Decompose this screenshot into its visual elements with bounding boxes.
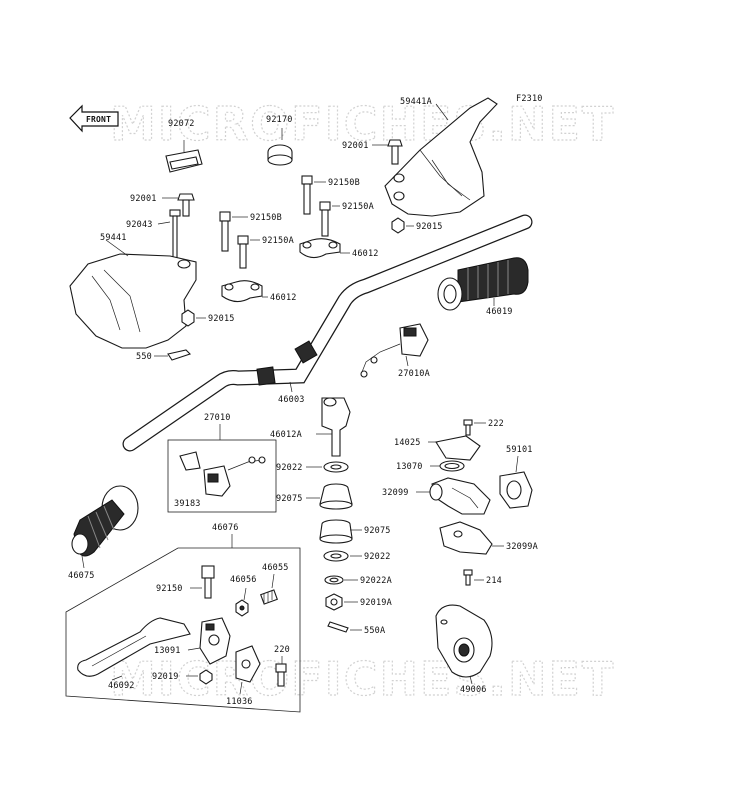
screw-220	[275, 663, 287, 687]
clutch-lever-46092	[77, 617, 191, 677]
label-13091: 13091	[154, 646, 181, 656]
housing-32099A	[439, 521, 493, 555]
watermark-top: MICROFICHES.NET	[110, 97, 615, 151]
label-32099: 32099	[382, 488, 409, 498]
label-59441: 59441	[100, 233, 127, 243]
bolt-92150B-left	[219, 211, 231, 252]
label-92001-left: 92001	[130, 194, 157, 204]
label-92075-a: 92075	[276, 494, 303, 504]
left-handguard	[69, 253, 197, 349]
label-92015-left: 92015	[208, 314, 235, 324]
label-222: 222	[488, 419, 504, 429]
bolt-92150B-right	[301, 175, 313, 215]
bolt-92150A-left	[237, 235, 249, 269]
label-27010: 27010	[204, 413, 231, 423]
lever-assembly-box	[65, 547, 301, 713]
bolt-92043	[169, 209, 181, 261]
switch-27010A	[360, 323, 429, 378]
label-92150B-b: 92150B	[250, 213, 282, 223]
label-92022A: 92022A	[360, 576, 392, 586]
collar-92170	[267, 144, 293, 166]
screw-214	[463, 569, 473, 586]
label-32099A: 32099A	[506, 542, 538, 552]
label-11036: 11036	[226, 697, 253, 707]
cushion-92075-a	[319, 483, 353, 510]
switch-27010	[179, 451, 266, 497]
label-92019: 92019	[152, 672, 179, 682]
label-92072: 92072	[168, 119, 195, 129]
holder-13091	[199, 617, 231, 665]
label-92043: 92043	[126, 220, 153, 230]
cotter-pin-550A	[327, 621, 349, 633]
grip-46075	[71, 485, 139, 557]
bracket-14025	[435, 435, 481, 461]
bolt-92150	[201, 565, 215, 599]
grip-46019	[437, 257, 529, 311]
handlebar-46003	[122, 214, 533, 452]
label-46055: 46055	[262, 563, 289, 573]
label-550A: 550A	[364, 626, 385, 636]
right-handguard	[384, 97, 498, 217]
switch-assembly-box	[167, 439, 277, 513]
label-46019: 46019	[486, 307, 513, 317]
label-550: 550	[136, 352, 152, 362]
bolt-92001-left	[177, 193, 195, 217]
label-46076: 46076	[212, 523, 239, 533]
label-46056: 46056	[230, 575, 257, 585]
figure-code: F2310	[516, 94, 543, 104]
label-46092: 46092	[108, 681, 135, 691]
clamp-92072	[165, 149, 203, 173]
cushion-92075-b	[319, 519, 353, 544]
housing-32099	[429, 477, 491, 515]
label-92022-a: 92022	[276, 463, 303, 473]
label-46003: 46003	[278, 395, 305, 405]
front-arrow-icon: FRONT	[69, 104, 119, 133]
label-46075: 46075	[68, 571, 95, 581]
nut-92015-left	[181, 309, 195, 327]
cover-59101	[499, 471, 533, 509]
label-92150B-a: 92150B	[328, 178, 360, 188]
clamp-46012-left	[221, 280, 263, 303]
label-220: 220	[274, 645, 290, 655]
screw-222	[463, 419, 473, 436]
label-46012-b: 46012	[270, 293, 297, 303]
label-92019A: 92019A	[360, 598, 392, 608]
bolt-92150A-right	[319, 201, 331, 237]
front-label: FRONT	[86, 115, 111, 124]
label-92150A-a: 92150A	[342, 202, 374, 212]
label-14025: 14025	[394, 438, 421, 448]
adjuster-46055	[260, 589, 278, 605]
switch-11036	[235, 645, 261, 683]
label-49006: 49006	[460, 685, 487, 695]
label-46012A: 46012A	[270, 430, 302, 440]
label-92022-b: 92022	[364, 552, 391, 562]
bolt-92001-top	[387, 139, 403, 165]
label-92150: 92150	[156, 584, 183, 594]
label-59441A: 59441A	[400, 97, 432, 107]
watermark-bottom: MICROFICHES.NET	[110, 652, 615, 706]
nut-92019	[199, 669, 213, 685]
label-214: 214	[486, 576, 502, 586]
label-27010A: 27010A	[398, 369, 430, 379]
label-39183: 39183	[174, 499, 201, 509]
guard-49006	[435, 604, 493, 678]
label-92170: 92170	[266, 115, 293, 125]
label-59101: 59101	[506, 445, 533, 455]
label-92015-top: 92015	[416, 222, 443, 232]
clamp-46012-right	[299, 238, 341, 259]
cotter-pin-550	[167, 349, 192, 361]
holder-46012A	[321, 397, 351, 457]
label-13070: 13070	[396, 462, 423, 472]
label-46012-a: 46012	[352, 249, 379, 259]
label-92075-b: 92075	[364, 526, 391, 536]
nut-92015-top	[391, 217, 405, 234]
label-92150A-b: 92150A	[262, 236, 294, 246]
label-92001-top: 92001	[342, 141, 369, 151]
